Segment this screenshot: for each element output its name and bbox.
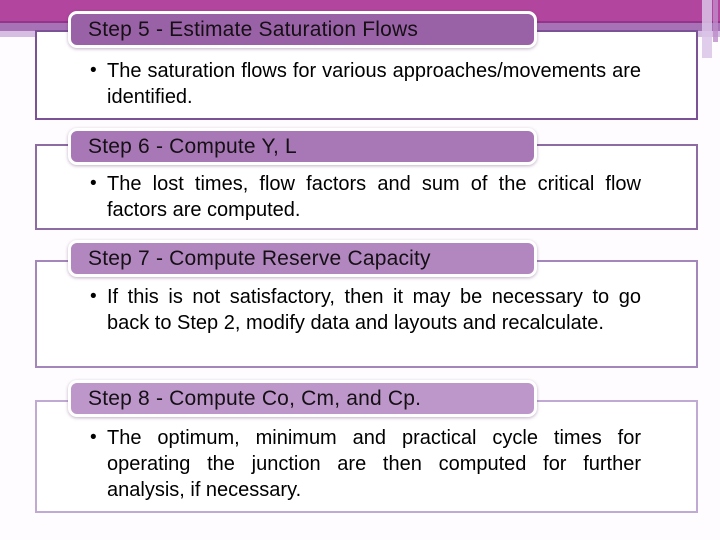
right-vertical-stripe-thin <box>713 0 718 42</box>
bullet-icon: • <box>90 286 97 307</box>
step8-bullet-text: The optimum, minimum and practical cycle… <box>107 427 641 501</box>
step8-title: Step 8 - Compute Co, Cm, and Cp. <box>88 386 422 410</box>
step5-title: Step 5 - Estimate Saturation Flows <box>88 17 419 41</box>
right-vertical-stripe <box>702 0 712 58</box>
step6-title: Step 6 - Compute Y, L <box>88 134 297 158</box>
step7-title: Step 7 - Compute Reserve Capacity <box>88 246 431 270</box>
step7-bullet-text: If this is not satisfactory, then it may… <box>107 286 641 334</box>
step8-header: Step 8 - Compute Co, Cm, and Cp. <box>68 380 537 417</box>
step5-header: Step 5 - Estimate Saturation Flows <box>68 11 537 48</box>
bullet-icon: • <box>90 427 97 448</box>
bullet-icon: • <box>90 60 97 81</box>
bullet-icon: • <box>90 173 97 194</box>
step6-bullet-text: The lost times, flow factors and sum of … <box>107 173 641 221</box>
step6-header: Step 6 - Compute Y, L <box>68 128 537 165</box>
step5-bullet-item: • The saturation flows for various appro… <box>90 58 641 110</box>
step7-header: Step 7 - Compute Reserve Capacity <box>68 240 537 277</box>
step6-bullet-item: • The lost times, flow factors and sum o… <box>90 171 641 223</box>
step7-bullet-item: • If this is not satisfactory, then it m… <box>90 284 641 336</box>
step-box-8: • The optimum, minimum and practical cyc… <box>35 400 698 513</box>
step5-bullet-text: The saturation flows for various approac… <box>107 60 641 108</box>
step8-bullet-item: • The optimum, minimum and practical cyc… <box>90 425 641 503</box>
